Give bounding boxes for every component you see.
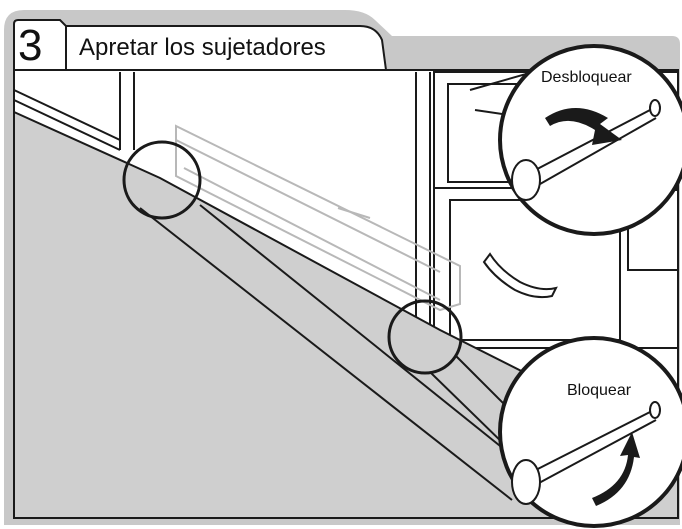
lock-arrow — [592, 432, 640, 506]
unlock-label: Desbloquear — [541, 69, 632, 86]
lock-detail — [498, 336, 682, 528]
step-number: 3 — [18, 21, 43, 70]
small-circle-right — [387, 299, 463, 375]
kick-plate — [175, 124, 461, 312]
step-title: Apretar los sujetadores — [79, 34, 326, 61]
lock-label: Bloquear — [567, 382, 632, 399]
unlock-arrow — [545, 108, 622, 145]
step-tab — [13, 19, 67, 71]
title-tab — [65, 25, 388, 71]
small-circle-left — [122, 140, 202, 220]
unlock-detail — [498, 44, 682, 236]
